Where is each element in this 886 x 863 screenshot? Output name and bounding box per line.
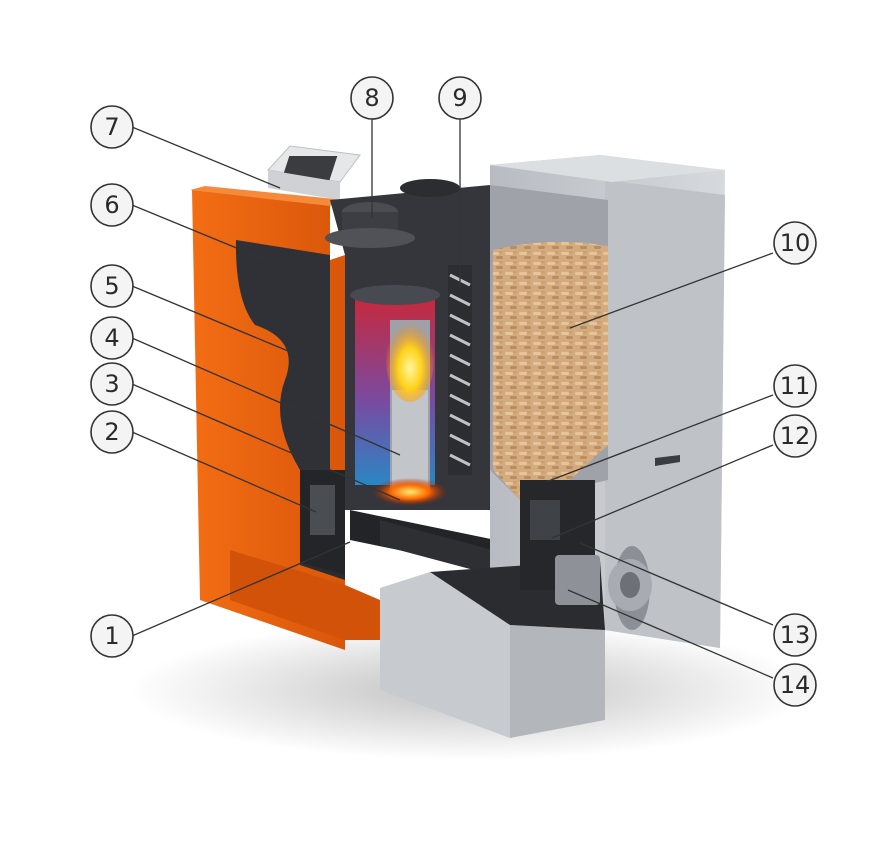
callout-8-label: 8: [364, 84, 379, 112]
callout-4-label: 4: [104, 324, 119, 352]
callout-5-label: 5: [104, 272, 119, 300]
callout-8: 8: [350, 76, 394, 120]
callout-3-label: 3: [104, 370, 119, 398]
callout-3: 3: [90, 362, 134, 406]
callout-5: 5: [90, 264, 134, 308]
callout-2: 2: [90, 410, 134, 454]
feed-auger: [448, 265, 472, 475]
callout-12-label: 12: [780, 422, 811, 450]
callout-7-label: 7: [104, 113, 119, 141]
control-panel: [267, 145, 361, 200]
callout-13-label: 13: [780, 621, 811, 649]
callout-6-label: 6: [104, 191, 119, 219]
callout-1-label: 1: [104, 622, 119, 650]
callout-10-label: 10: [780, 229, 811, 257]
callout-14-label: 14: [780, 671, 811, 699]
callout-6: 6: [90, 183, 134, 227]
callout-4: 4: [90, 316, 134, 360]
callout-14: 14: [773, 663, 817, 707]
callout-7: 7: [90, 105, 134, 149]
callout-12: 12: [773, 414, 817, 458]
callout-11: 11: [773, 364, 817, 408]
flame: [386, 318, 434, 402]
callout-9-label: 9: [452, 84, 467, 112]
callout-2-label: 2: [104, 418, 119, 446]
callout-9: 9: [438, 76, 482, 120]
callout-10: 10: [773, 221, 817, 265]
callout-13: 13: [773, 613, 817, 657]
callout-11-label: 11: [780, 372, 811, 400]
leader-lines: [131, 119, 774, 679]
ember-bed: [372, 478, 448, 506]
callout-1: 1: [90, 614, 134, 658]
